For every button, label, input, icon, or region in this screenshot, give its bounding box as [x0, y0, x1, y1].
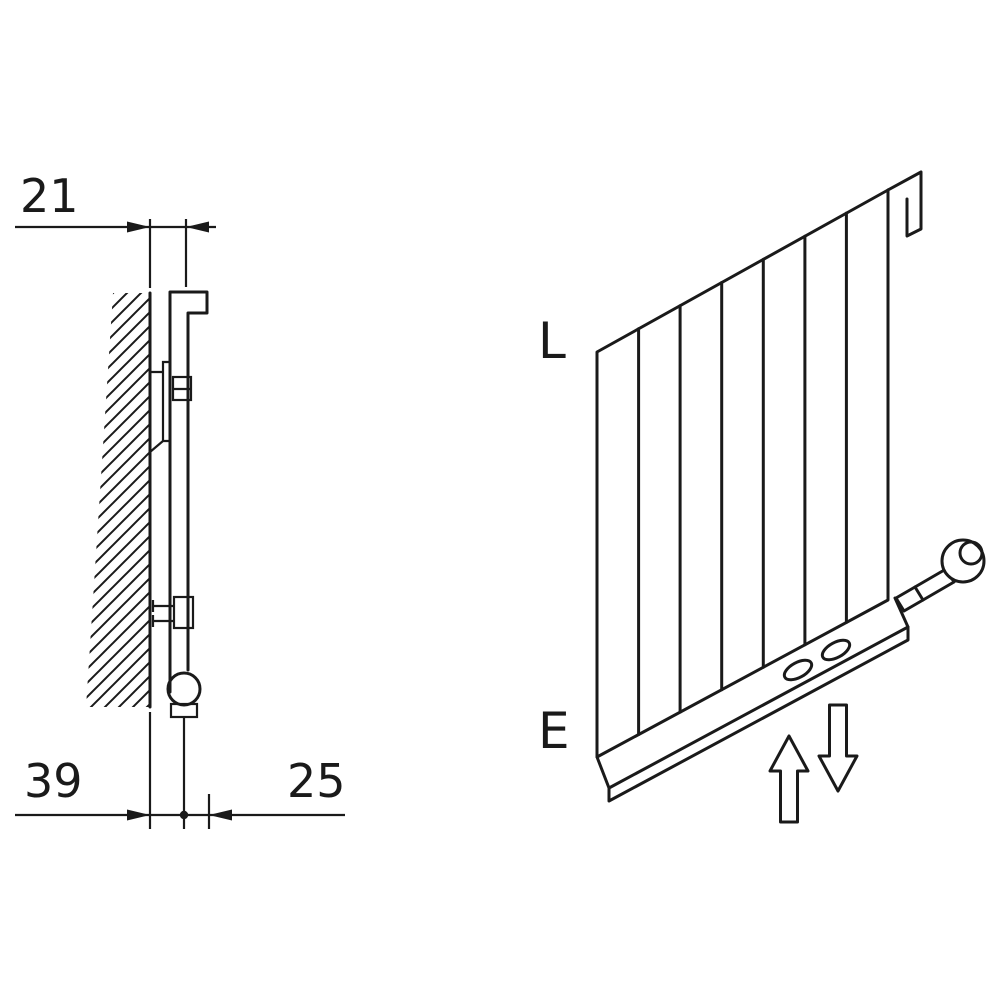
dim-39-label: 39 — [24, 754, 83, 808]
dim-arrow-left-icon — [209, 809, 232, 821]
dim-25-label: 25 — [287, 754, 346, 808]
radiator-front-panel — [595, 188, 890, 759]
wall-hatch — [86, 291, 152, 709]
radiator-fins — [637, 211, 848, 736]
thermostatic-valve — [894, 538, 986, 613]
top-mounting-bracket — [149, 360, 193, 453]
perspective-view: L E — [538, 170, 986, 824]
flow-up-arrow-icon — [768, 734, 810, 824]
flow-down-arrow-icon — [817, 703, 859, 793]
side-view: 21 39 25 — [15, 169, 346, 829]
radiator-section-outline — [168, 290, 209, 694]
bottom-mounting-bracket — [151, 595, 195, 630]
dim-arrow-left-icon — [186, 221, 209, 233]
connection-holes — [782, 638, 852, 682]
dimension-21: 21 — [15, 169, 216, 288]
dim-arrow-right-icon — [127, 809, 150, 821]
dim-arrow-right-icon — [127, 221, 150, 233]
bottom-pipe — [166, 671, 202, 719]
hanging-hook-icon — [886, 170, 923, 238]
dimension-39-25: 39 25 — [15, 712, 346, 829]
valve-knob-inner — [958, 540, 984, 566]
valve-nut — [894, 585, 925, 613]
connection-hole — [782, 658, 814, 682]
bottom-header — [595, 596, 910, 803]
label-e: E — [538, 702, 570, 760]
connection-hole — [820, 638, 852, 662]
label-l: L — [538, 312, 566, 370]
dim-21-label: 21 — [20, 169, 79, 223]
flow-arrows — [768, 703, 859, 824]
